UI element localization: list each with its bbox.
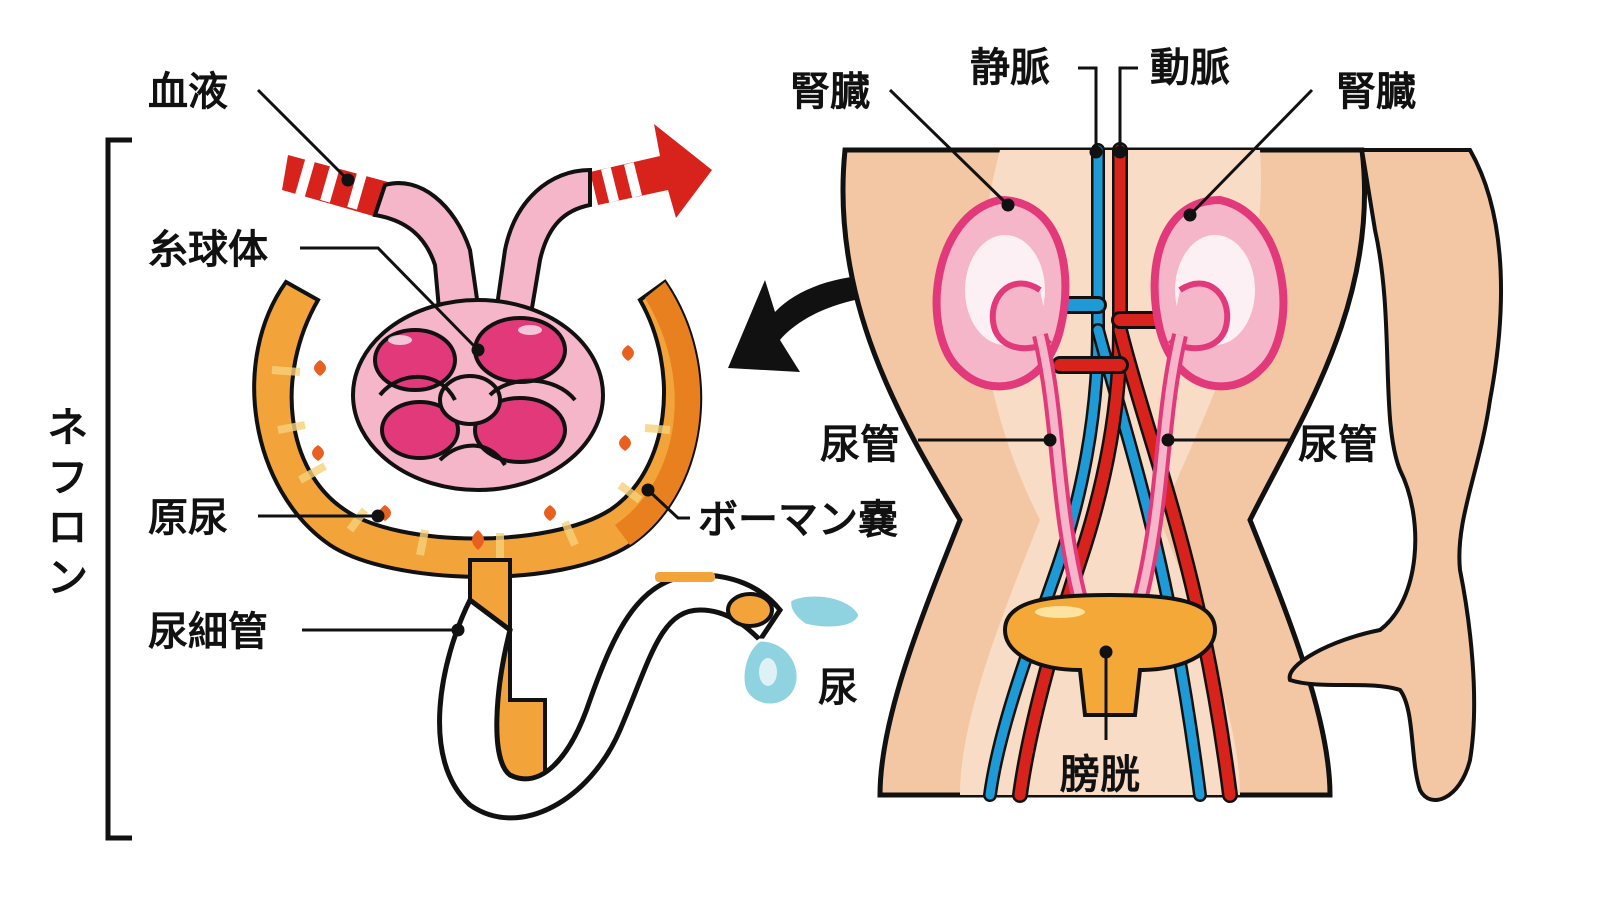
label-vein: 静脈: [970, 45, 1050, 91]
label-glomerulus: 糸球体: [148, 227, 268, 273]
label-ureter-left: 尿管: [820, 422, 900, 468]
label-primary-urine: 原尿: [148, 495, 228, 541]
blood-out-arrow: [590, 124, 712, 218]
label-bowman-capsule: ボーマン嚢: [698, 497, 898, 543]
label-bladder: 膀胱: [1060, 752, 1140, 798]
bowman-capsule-outer-shade: [615, 282, 701, 545]
label-kidney-left: 腎臓: [790, 69, 870, 115]
glomerulus: [351, 167, 605, 492]
right-arm: [1287, 148, 1503, 802]
label-kidney-right: 腎臓: [1336, 69, 1416, 115]
leader-lines: [256, 66, 1314, 740]
label-ureter-right: 尿管: [1298, 422, 1378, 468]
nephron-bracket: [105, 137, 132, 841]
label-nephron: ネフロン: [40, 405, 89, 605]
label-blood: 血液: [148, 69, 228, 115]
label-urine: 尿: [818, 665, 858, 711]
label-renal-tubule: 尿細管: [148, 609, 268, 655]
label-artery: 動脈: [1150, 45, 1230, 91]
ureters: [1032, 333, 1188, 602]
blood-vessels: [983, 142, 1238, 803]
tubule-highlight: [655, 572, 715, 582]
tubule-opening: [726, 592, 774, 628]
efferent-vessel: [492, 167, 592, 322]
urine-droplets: [741, 593, 862, 707]
blood-in-arrow: [282, 155, 388, 218]
bowman-capsule-stripes: [271, 366, 671, 558]
